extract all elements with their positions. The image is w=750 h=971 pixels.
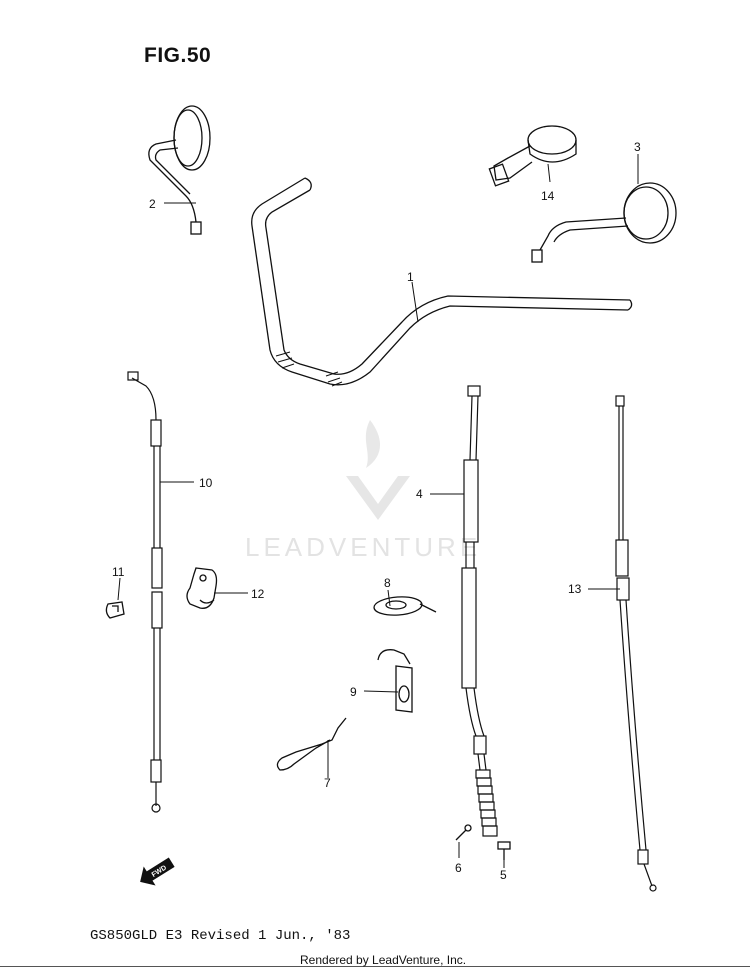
callout-2: 2 [149,197,156,211]
callout-10: 10 [199,476,213,490]
callout-13: 13 [568,582,582,596]
mirror-right-part [531,182,677,263]
model-revision-text: GS850GLD E3 Revised 1 Jun., '83 [90,928,351,944]
footer-divider [0,966,750,967]
cable-10-part [127,371,163,813]
handlebar-part [251,177,633,387]
callout-5: 5 [500,868,507,882]
callout-7: 7 [324,776,331,790]
screw-6-part [455,824,472,841]
clamp-12-part [186,567,218,609]
leader-lines [117,154,639,868]
watermark-text: LEADVENTURE [245,532,481,562]
callout-3: 3 [634,140,641,154]
part-7-spring [276,717,347,771]
switch-part [488,125,577,187]
cable-13-part [615,395,657,892]
fwd-arrow-icon: FWD [140,857,175,886]
figure-title: FIG.50 [144,44,212,67]
fwd-label: FWD [151,864,168,878]
rendered-by-text: Rendered by LeadVenture, Inc. [300,953,467,967]
cable-4-part [461,385,498,837]
mirror-left-part [148,105,211,235]
callout-6: 6 [455,861,462,875]
callout-1: 1 [407,270,414,284]
callout-labels: 1 2 3 4 5 6 7 8 9 10 11 12 13 14 [112,140,641,882]
callout-11: 11 [112,565,125,579]
part-11-clip [105,601,125,619]
callout-8: 8 [384,576,391,590]
callout-12: 12 [251,587,265,601]
callout-14: 14 [541,189,555,203]
callout-4: 4 [416,487,423,501]
part-8-guide [373,596,437,616]
leadventure-watermark: LEADVENTURE [245,420,481,562]
part-9-bracket [377,649,413,713]
callout-9: 9 [350,685,357,699]
